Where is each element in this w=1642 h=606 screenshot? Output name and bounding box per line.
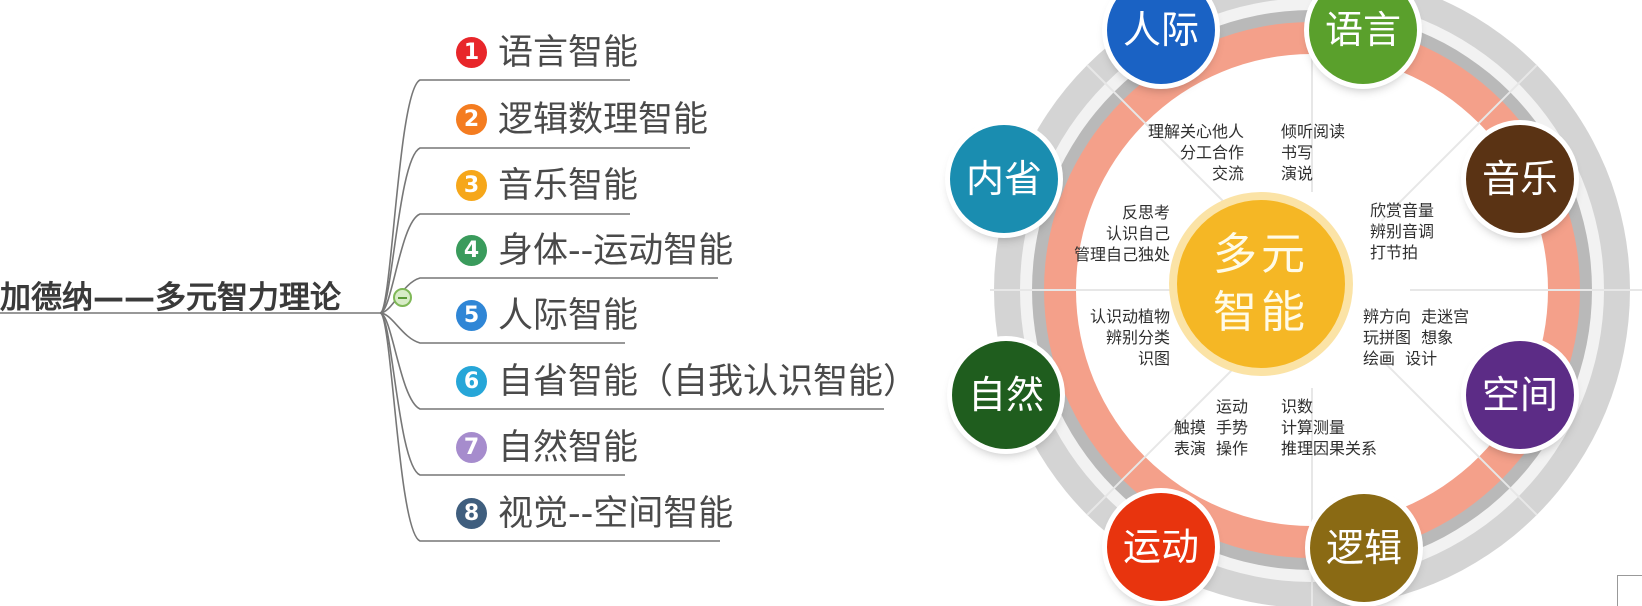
center-line-1: 多元 — [1213, 229, 1309, 280]
number-badge-icon: 4 — [456, 235, 487, 266]
node-interpersonal[interactable]: 人际 — [1107, 0, 1215, 84]
node-naturalist[interactable]: 自然 — [952, 341, 1060, 449]
number-badge-icon: 2 — [456, 104, 487, 135]
center-line-2: 智能 — [1213, 287, 1309, 338]
number-badge-icon: 3 — [456, 170, 487, 201]
node-logical[interactable]: 逻辑 — [1310, 494, 1418, 602]
kinesthetic-desc: 运动 触摸 手势 表演 操作 — [1173, 397, 1248, 458]
musical-desc: 欣赏音量 辨别音调 打节拍 — [1370, 201, 1435, 262]
branch-label: 视觉--空间智能 — [498, 494, 734, 534]
mind-map: 加德纳——多元智力理论 1 语言智能 2 逻辑数理智能 3 音乐智能 4 身体-… — [0, 33, 919, 542]
node-linguistic[interactable]: 语言 — [1309, 0, 1417, 84]
branch-label: 自然智能 — [498, 428, 639, 468]
logical-desc: 识数 计算测量 推理因果关系 — [1281, 397, 1378, 458]
number-badge-icon: 1 — [456, 37, 487, 68]
linguistic-desc: 倾听阅读 书写 演说 — [1281, 122, 1346, 183]
interpersonal-desc: 理解关心他人 分工合作 交流 — [1147, 122, 1244, 183]
collapse-toggle-button[interactable] — [393, 288, 412, 307]
branch-label: 逻辑数理智能 — [498, 100, 709, 140]
number-badge-icon: 5 — [456, 300, 487, 331]
number-badge-icon: 6 — [456, 366, 487, 397]
branch-label: 语言智能 — [498, 33, 639, 73]
root-topic: 加德纳——多元智力理论 — [0, 280, 341, 316]
number-badge-icon: 7 — [456, 432, 487, 463]
branch-label: 自省智能（自我认识智能） — [498, 362, 919, 402]
node-kinesthetic[interactable]: 运动 — [1107, 493, 1215, 601]
intrapersonal-desc: 反思考 认识自己 管理自己独处 — [1073, 203, 1170, 264]
intelligence-wheel: 多元 智能 理解关心他人 分工合作 交流 倾听阅读 书写 演说 反思考 认识自己… — [950, 0, 1642, 606]
corner-marker — [1617, 575, 1642, 606]
node-musical[interactable]: 音乐 — [1466, 125, 1574, 233]
node-spatial[interactable]: 空间 — [1466, 341, 1574, 449]
branch-label: 音乐智能 — [498, 166, 639, 206]
number-badge-icon: 8 — [456, 498, 487, 529]
branch-label: 身体--运动智能 — [498, 231, 734, 271]
center-hub: 多元 智能 — [1177, 200, 1345, 368]
branch-label: 人际智能 — [498, 296, 639, 336]
naturalist-desc: 认识动植物 辨别分类 识图 — [1089, 307, 1170, 368]
node-intrapersonal[interactable]: 内省 — [950, 125, 1058, 233]
spatial-desc: 辨方向 走迷宫 玩拼图 想象 绘画 设计 — [1363, 307, 1470, 368]
